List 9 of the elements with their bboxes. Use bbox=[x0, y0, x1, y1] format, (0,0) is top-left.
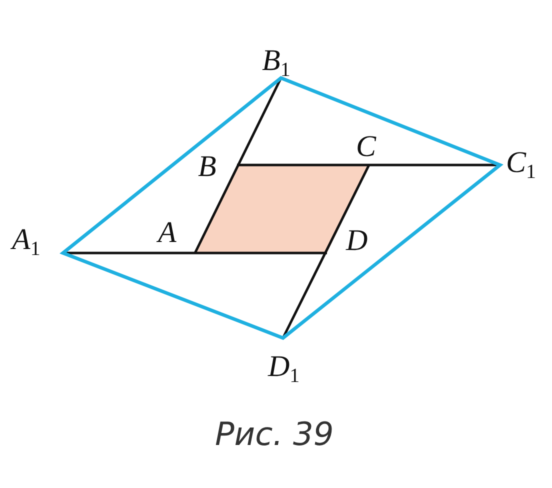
point-label: D$_{1}$ bbox=[268, 352, 300, 386]
point-label: C$_{1}$ bbox=[506, 148, 536, 182]
figure-caption: Рис. 39 bbox=[215, 418, 334, 450]
point-label: B bbox=[198, 152, 216, 182]
point-label: D bbox=[346, 226, 368, 256]
point-label: A$_{1}$ bbox=[12, 225, 40, 259]
point-label: C bbox=[356, 132, 376, 162]
point-label: B$_{1}$ bbox=[262, 46, 290, 80]
point-label: A bbox=[158, 218, 176, 248]
